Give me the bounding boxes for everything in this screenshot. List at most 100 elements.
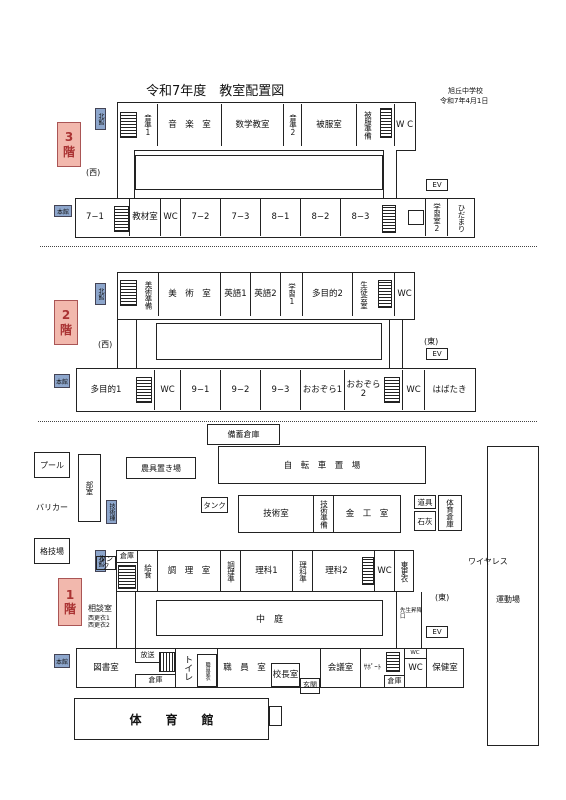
playground-label: 運動場	[496, 595, 520, 604]
room-label: WC	[163, 212, 178, 223]
elevator-label: EV	[432, 181, 442, 189]
room-storage-1f-west: 倉庫	[135, 674, 175, 687]
building-label: 自 転 車 置 場	[283, 461, 361, 471]
room-label: 9−1	[191, 384, 210, 395]
room-8-3: 8−3	[340, 199, 380, 236]
room-sewing: 被服室	[301, 104, 356, 146]
room-music-prep-1: 音準1	[138, 104, 157, 146]
room-label: 給食	[143, 564, 153, 578]
2f-west-corridor	[117, 320, 137, 368]
room-label: 放送	[140, 650, 155, 659]
room-label: 技術室	[263, 508, 289, 519]
room-label: 金 工 室	[345, 508, 389, 519]
room-label: 7−3	[231, 212, 250, 223]
room-wc-2f-main: WC	[154, 370, 180, 410]
3f-wc-small	[408, 210, 424, 225]
room-7-2: 7−2	[180, 199, 220, 236]
room-tech-prep: 技術準備	[313, 496, 333, 532]
room-label: 数学教室	[235, 119, 270, 130]
room-label: 校長室	[272, 669, 299, 680]
room-label: 被服準備	[363, 111, 373, 139]
building-label: 石灰	[417, 516, 433, 526]
room-label: W C	[395, 119, 414, 130]
room-label: 美 術 室	[168, 289, 211, 300]
building-bicycle-parking: 自 転 車 置 場	[218, 446, 426, 484]
2f-courtyard-edge	[156, 323, 382, 360]
north-building-tag-1f: 北館	[95, 550, 106, 572]
room-staff-changing: 職員更衣	[197, 654, 217, 687]
room-8-1: 8−1	[260, 199, 300, 236]
north-building-tag-2f: 北館	[95, 283, 106, 305]
3f-west-corridor	[117, 150, 135, 198]
room-7-1: 7−1	[76, 199, 114, 236]
room-label: 7−1	[86, 212, 104, 223]
3f-north-wing	[117, 102, 416, 151]
room-label: 職員更衣	[204, 661, 211, 680]
floor-2-number: 2	[61, 308, 71, 323]
building-farm-tools: 農具置き場	[126, 457, 196, 479]
floor-1-kanji: 階	[63, 602, 76, 616]
building-lime: 石灰	[414, 511, 436, 531]
room-label: 9−2	[231, 384, 250, 395]
room-label: WC	[397, 289, 412, 300]
wireless-label: ワイヤレス	[468, 557, 508, 566]
room-label: 教材室	[132, 212, 158, 223]
3f-main-west-stairs	[114, 206, 129, 232]
room-cooking-prep: 調理準	[220, 551, 240, 591]
room-label: 調 理 室	[167, 565, 211, 576]
room-label: 理科準	[298, 560, 308, 582]
room-label: 学習室2	[432, 202, 442, 233]
3f-courtyard-edge	[135, 155, 383, 190]
room-oozora-1: おおぞら1	[300, 370, 344, 410]
room-label: 保健室	[432, 662, 458, 673]
room-broadcast: 放送	[135, 649, 159, 663]
room-wc-1f-main: WC	[404, 649, 426, 687]
building-tank: タンク	[201, 497, 228, 513]
room-label: 8−1	[271, 212, 290, 223]
building-label: 部室	[85, 481, 94, 495]
gym-label: 体 育 館	[129, 712, 214, 727]
3f-elevator: EV	[426, 179, 448, 191]
3f-east-link	[383, 150, 397, 198]
tech-building-tag: 技術棟	[106, 500, 117, 524]
room-label: 英語1	[224, 289, 247, 300]
room-wc-2f-east: WC	[402, 370, 424, 410]
room-school-lunch: 給食	[137, 551, 157, 591]
room-study-1: 学習1	[280, 273, 302, 316]
building-martial-arts: 格技場	[34, 538, 70, 564]
room-label: 学習1	[287, 283, 297, 306]
room-label: トイレ	[182, 655, 193, 681]
1f-main-west-stairs	[159, 652, 175, 672]
room-label: 8−2	[311, 212, 330, 223]
building-label: 農具置き場	[141, 463, 181, 473]
east-label-2f: (東)	[424, 337, 439, 346]
room-label: 音準2	[288, 113, 298, 137]
1f-main-east-stairs	[386, 652, 400, 672]
area-courtyard: 中 庭	[156, 600, 383, 636]
room-habataki: はばたき	[424, 370, 474, 410]
2f-north-wing	[117, 272, 415, 320]
room-label: 倉庫	[387, 676, 402, 685]
room-science-1: 理科1	[240, 551, 292, 591]
school-name: 旭丘中学校	[448, 87, 483, 95]
building-label: タンク	[203, 500, 226, 510]
room-music: 音 楽 室	[157, 104, 221, 146]
area-entrance: 玄関	[300, 678, 320, 694]
room-english-1: 英語1	[220, 273, 250, 316]
room-label: 8−3	[351, 212, 370, 223]
room-9-2: 9−2	[220, 370, 260, 410]
main-building-tag-1f: 本館	[54, 654, 70, 668]
room-library: 図書室	[77, 649, 135, 687]
building-tools: 道具	[414, 495, 436, 509]
2f-elevator: EV	[426, 348, 448, 360]
room-staff: 職 員 室	[217, 649, 271, 687]
room-meeting: 会議室	[320, 649, 360, 687]
room-oozora-2: おおぞら2	[344, 370, 382, 410]
room-label: 技術準備	[319, 500, 329, 528]
room-student-council: 生徒会室	[352, 273, 374, 316]
room-east-changing: 東更衣	[394, 551, 413, 591]
building-club-room: 部室	[78, 454, 101, 522]
3f-east-stairs	[380, 108, 392, 138]
1f-east-link	[396, 592, 422, 648]
